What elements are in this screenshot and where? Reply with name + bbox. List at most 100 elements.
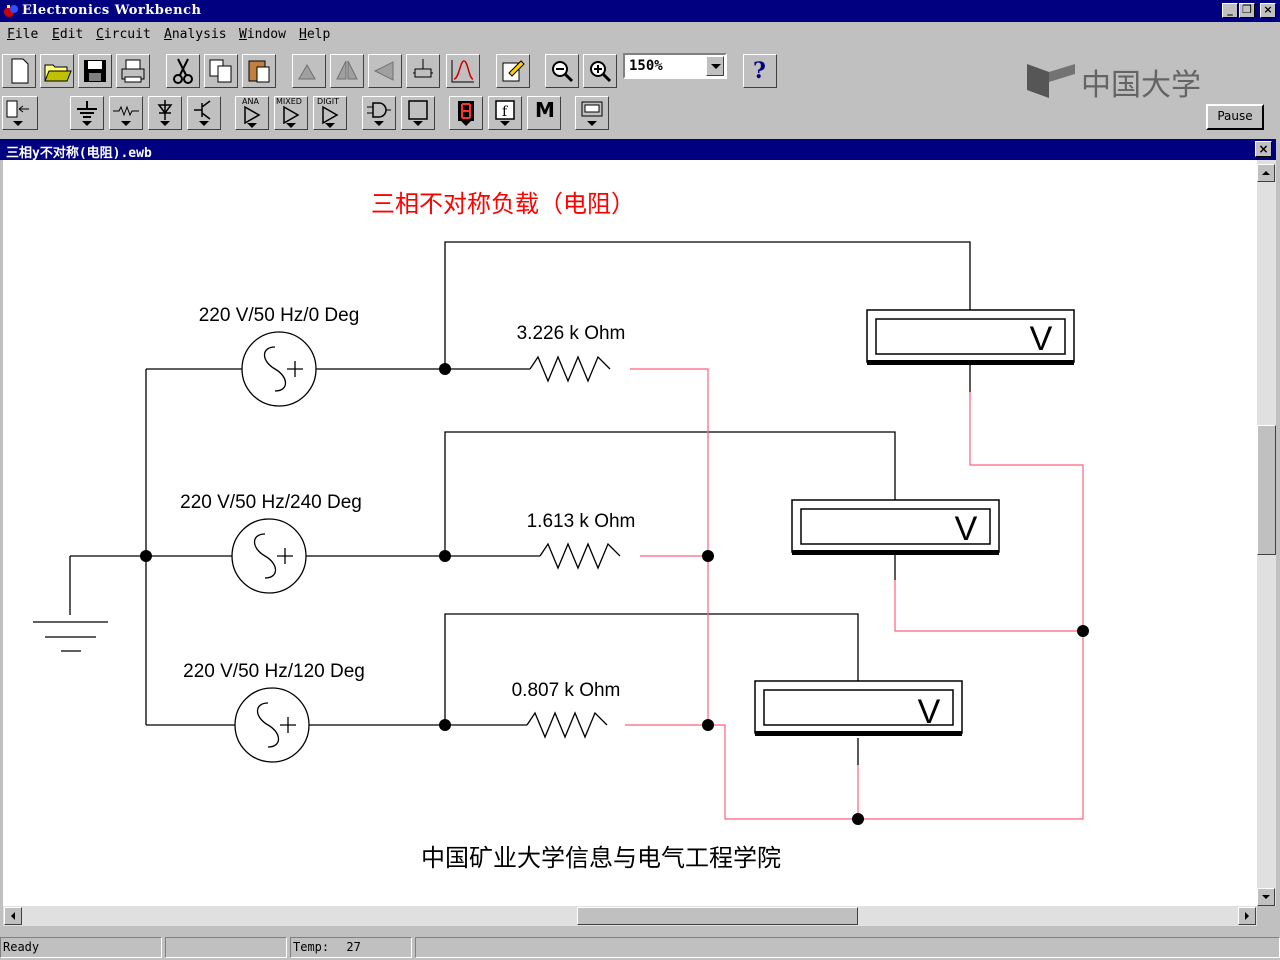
- rotate-button[interactable]: [292, 54, 326, 88]
- zoom-level-select[interactable]: 150%: [623, 53, 727, 79]
- scroll-left-button[interactable]: [4, 907, 22, 925]
- scroll-right-button[interactable]: [1238, 907, 1256, 925]
- ac-source-b[interactable]: 220 V/50 Hz/240 Deg: [180, 492, 362, 594]
- mixed-ic-icon: [283, 105, 300, 128]
- menu-window[interactable]: Window: [239, 27, 286, 42]
- subcircuit-button[interactable]: [406, 54, 440, 88]
- arrow-up-icon: [1262, 171, 1270, 175]
- voltmeter-a-symbol: V: [1030, 320, 1053, 358]
- menu-analysis[interactable]: Analysis: [164, 27, 227, 42]
- pause-button[interactable]: Pause: [1206, 104, 1264, 130]
- minimize-button[interactable]: _: [1222, 3, 1238, 18]
- miscellaneous-bin-button[interactable]: M: [527, 96, 561, 130]
- source-a-label: 220 V/50 Hz/0 Deg: [199, 305, 360, 326]
- horizontal-scroll-thumb[interactable]: [577, 907, 858, 925]
- zoom-level-value: 150%: [629, 58, 663, 74]
- flipflop-icon: [408, 100, 428, 126]
- status-message-panel: [415, 937, 1280, 958]
- help-button[interactable]: ?: [743, 54, 777, 88]
- analog-ic-bin-button[interactable]: ANA: [235, 96, 269, 130]
- resistor-icon: [113, 105, 139, 126]
- vertical-scrollbar[interactable]: [1257, 160, 1276, 906]
- save-button[interactable]: [78, 54, 112, 88]
- ac-source-a[interactable]: 220 V/50 Hz/0 Deg: [199, 305, 360, 407]
- copy-button[interactable]: [204, 54, 238, 88]
- resistor-a[interactable]: 3.226 k Ohm: [517, 323, 626, 383]
- transistor-icon: [194, 100, 211, 126]
- black-wires: [33, 241, 971, 765]
- rotate-icon: [298, 63, 316, 80]
- voltmeter-b[interactable]: V: [791, 499, 1000, 555]
- logic-gates-bin-button[interactable]: [362, 96, 396, 130]
- source-c-label: 220 V/50 Hz/120 Deg: [183, 661, 365, 682]
- misc-bin-label: M: [535, 98, 555, 122]
- op-amp-icon: [244, 105, 261, 128]
- transistors-bin-button[interactable]: [187, 96, 221, 130]
- cut-button[interactable]: [166, 54, 200, 88]
- graph-button[interactable]: [446, 54, 480, 88]
- ac-source-c[interactable]: 220 V/50 Hz/120 Deg: [183, 661, 365, 763]
- vertical-scroll-thumb[interactable]: [1257, 425, 1276, 555]
- digital-ic-icon: [322, 105, 339, 128]
- circuit-heading: 三相不对称负载（电阻）: [371, 191, 635, 218]
- paste-button[interactable]: [242, 54, 276, 88]
- zoom-out-button[interactable]: [545, 54, 579, 88]
- description-button[interactable]: [496, 54, 530, 88]
- scroll-up-button[interactable]: [1257, 164, 1275, 182]
- new-file-button[interactable]: [2, 54, 36, 88]
- open-file-button[interactable]: [40, 54, 74, 88]
- arrow-right-icon: [1245, 912, 1249, 920]
- seven-segment-icon: [458, 101, 474, 126]
- flip-horizontal-button[interactable]: [330, 54, 364, 88]
- favorites-bin-button[interactable]: [2, 96, 38, 130]
- restore-button[interactable]: ❐: [1239, 3, 1255, 18]
- analog-bin-label: ANA: [242, 97, 259, 106]
- scroll-down-button[interactable]: [1257, 888, 1275, 906]
- document-close-button[interactable]: ×: [1255, 141, 1272, 157]
- resistor-c[interactable]: 0.807 k Ohm: [512, 680, 621, 739]
- menu-circuit[interactable]: Circuit: [96, 27, 151, 42]
- horizontal-scrollbar[interactable]: [3, 906, 1257, 926]
- mixed-bin-label: MIXED: [276, 97, 302, 106]
- basic-bin-button[interactable]: [109, 96, 143, 130]
- resistor-c-label: 0.807 k Ohm: [512, 680, 621, 701]
- flip-vertical-button[interactable]: [368, 54, 402, 88]
- digital-ic-bin-button[interactable]: DIGIT: [313, 96, 347, 130]
- circuit-canvas[interactable]: 三相不对称负载（电阻）: [3, 160, 1257, 906]
- close-button[interactable]: ×: [1260, 3, 1276, 18]
- controls-bin-button[interactable]: f: [488, 96, 522, 130]
- arrow-left-icon: [11, 912, 15, 920]
- digital-bin-button[interactable]: [401, 96, 435, 130]
- printer-icon: [121, 59, 145, 83]
- resistor-b-label: 1.613 k Ohm: [527, 511, 636, 532]
- source-b-label: 220 V/50 Hz/240 Deg: [180, 492, 362, 513]
- instruments-bin-button[interactable]: [575, 96, 609, 130]
- function-control-icon: f: [495, 100, 515, 126]
- mixed-ic-bin-button[interactable]: MIXED: [274, 96, 308, 130]
- open-folder-icon: [44, 64, 72, 82]
- voltmeter-a[interactable]: V: [866, 309, 1075, 365]
- watermark-text: 中国大学MOOC: [1081, 68, 1201, 102]
- notes-pencil-icon: [502, 60, 525, 82]
- mooc-watermark: 中国大学MOOC: [1025, 58, 1280, 102]
- ground-source-icon: [77, 101, 97, 126]
- voltmeter-b-symbol: V: [955, 510, 978, 548]
- help-label: ?: [753, 58, 766, 84]
- menu-edit[interactable]: Edit: [52, 27, 84, 42]
- voltmeter-c[interactable]: V: [754, 680, 963, 736]
- menu-file[interactable]: File: [7, 27, 39, 42]
- indicators-bin-button[interactable]: [449, 96, 483, 130]
- chevron-down-icon[interactable]: [706, 56, 724, 76]
- diodes-bin-button[interactable]: [148, 96, 182, 130]
- print-button[interactable]: [116, 54, 150, 88]
- resistor-b[interactable]: 1.613 k Ohm: [527, 511, 636, 570]
- status-empty-panel: [165, 937, 287, 958]
- app-title-bar[interactable]: Electronics Workbench _ ❐ ×: [0, 0, 1280, 22]
- menu-help[interactable]: Help: [299, 27, 331, 42]
- temp-value: 27: [346, 940, 361, 954]
- zoom-in-button[interactable]: [583, 54, 617, 88]
- document-title: 三相y不对称(电阻).ewb: [6, 146, 152, 161]
- document-title-bar[interactable]: 三相y不对称(电阻).ewb ×: [0, 139, 1276, 161]
- status-temperature: Temp: 27: [290, 937, 412, 958]
- sources-bin-button[interactable]: [70, 96, 104, 130]
